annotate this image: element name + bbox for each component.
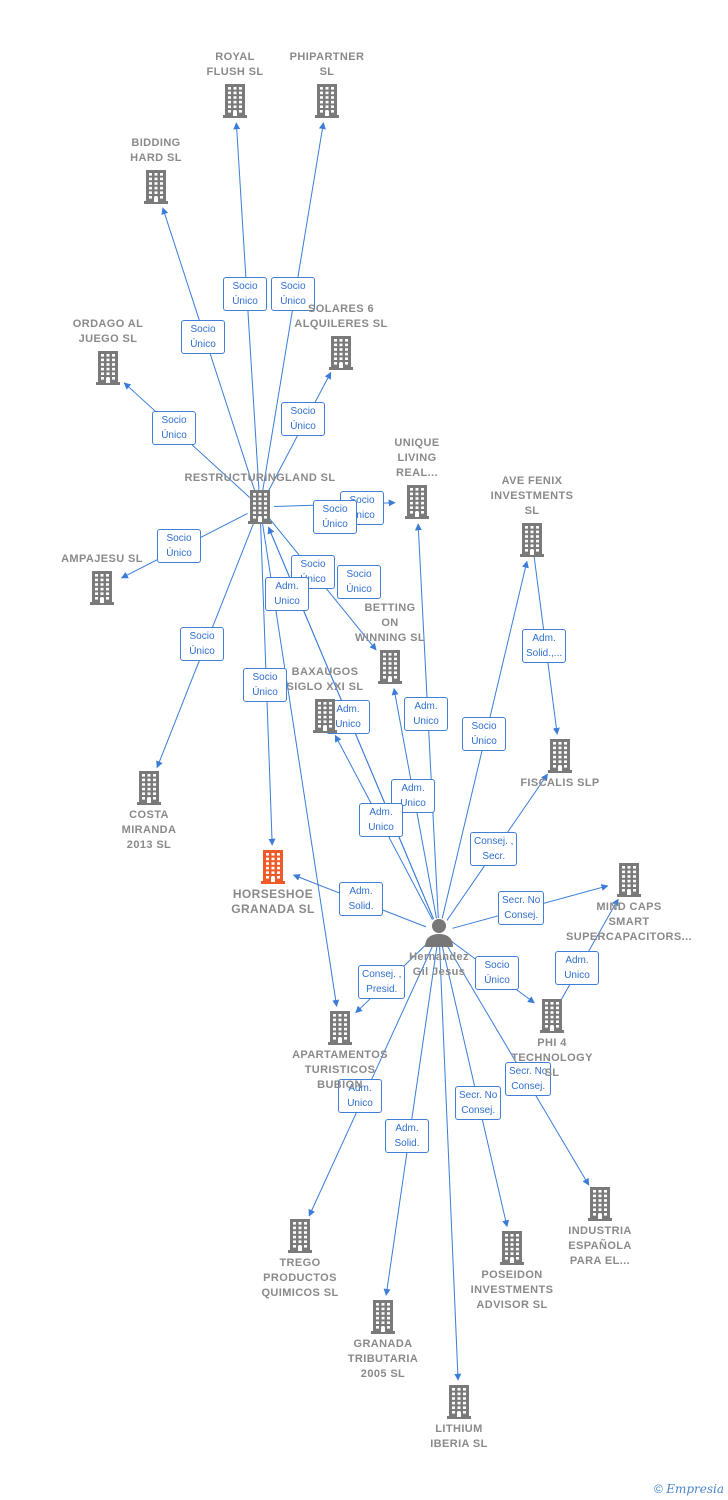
node-solares[interactable]: SOLARES 6 ALQUILERES SL xyxy=(261,302,421,370)
node-label: RESTRUCTURINGLAND SL xyxy=(184,472,336,484)
node-avefenix[interactable]: AVE FENIX INVESTMENTS SL xyxy=(452,474,612,557)
person-icon xyxy=(359,917,519,947)
edge-label-restructuring-phipartner: Socio Único xyxy=(271,277,315,311)
node-poseidon[interactable]: POSEIDON INVESTMENTS ADVISOR SL xyxy=(432,1231,592,1313)
edge-label-hernandez-horseshoe: Adm. Unico xyxy=(359,803,403,837)
node-label: BAXAUGOS SIGLO XXI SL xyxy=(286,666,364,693)
node-label: PHIPARTNER SL xyxy=(289,51,365,78)
building-icon xyxy=(220,1219,380,1253)
building-icon xyxy=(432,1231,592,1265)
edge-label-phi4-mindcaps: Socio Único xyxy=(475,956,519,990)
edge-label-avefenix-fiscalis: Socio Único xyxy=(462,717,506,751)
building-icon xyxy=(180,490,340,524)
building-icon xyxy=(310,650,470,684)
building-icon xyxy=(549,863,709,897)
building-icon xyxy=(472,999,632,1033)
node-label: FISCALIS SLP xyxy=(520,777,600,789)
building-icon xyxy=(520,1187,680,1221)
node-betting[interactable]: BETTING ON WINNING SL xyxy=(310,601,470,684)
building-icon xyxy=(247,84,407,118)
edge-label-hernandez-poseidon: Adm. Unico xyxy=(338,1079,382,1113)
node-baxaugos[interactable]: BAXAUGOS SIGLO XXI SL xyxy=(245,665,405,733)
node-label: INDUSTRIA ESPAÑOLA PARA EL... xyxy=(568,1225,632,1267)
node-granada[interactable]: GRANADA TRIBUTARIA 2005 SL xyxy=(303,1300,463,1382)
building-icon xyxy=(69,771,229,805)
edge-label-restructuring-bidding: Socio Único xyxy=(181,320,225,354)
building-icon xyxy=(22,571,182,605)
edge-label-hernandez-granada: Adm. Solid. xyxy=(385,1119,429,1153)
building-icon xyxy=(337,485,497,519)
copyright-symbol: © xyxy=(654,1482,663,1496)
node-label: BIDDING HARD SL xyxy=(130,137,182,164)
edge-hernandez-lithium xyxy=(439,945,462,1381)
edge-label-restructuring-ampajesu: Socio Único xyxy=(157,529,201,563)
node-apartamentos[interactable]: APARTAMENTOS TURISTICOS BUBION xyxy=(260,1011,420,1093)
building-icon xyxy=(303,1300,463,1334)
edge-label-hernandez-phi4: Secr. No Consej. xyxy=(498,891,545,925)
building-icon xyxy=(245,699,405,733)
node-ordago[interactable]: ORDAGO AL JUEGO SL xyxy=(28,317,188,385)
footer-brand: © Empresia xyxy=(654,1482,724,1496)
node-ampajesu[interactable]: AMPAJESU SL xyxy=(22,552,182,605)
node-label: GRANADA TRIBUTARIA 2005 SL xyxy=(347,1338,419,1380)
edge-label-hernandez-betting: Adm. Unico xyxy=(404,697,448,731)
node-unique[interactable]: UNIQUE LIVING REAL... xyxy=(337,436,497,519)
edge-label-restructuring-horseshoe: Socio Único xyxy=(243,668,287,702)
node-costa[interactable]: COSTA MIRANDA 2013 SL xyxy=(69,771,229,853)
brand-logo-text: Empresia xyxy=(666,1482,724,1496)
node-label: PHI 4 TECHNOLOGY SL xyxy=(511,1037,593,1079)
node-royal[interactable]: ROYAL FLUSH SL xyxy=(155,50,315,118)
node-label: AMPAJESU SL xyxy=(61,553,143,565)
node-label: APARTAMENTOS TURISTICOS BUBION xyxy=(292,1049,388,1091)
edge-label-restructuring-betting: Socio Único xyxy=(337,565,381,599)
node-label: COSTA MIRANDA 2013 SL xyxy=(121,809,177,851)
node-label: TREGO PRODUCTOS QUIMICOS SL xyxy=(261,1257,339,1299)
node-phi4[interactable]: PHI 4 TECHNOLOGY SL xyxy=(472,999,632,1081)
edge-label-restructuring-apartamentos: Socio Único xyxy=(313,500,357,534)
edge-label-hernandez-lithium: Secr. No Consej. xyxy=(455,1086,502,1120)
node-label: LITHIUM IBERIA SL xyxy=(430,1423,488,1450)
node-label: Hernandez Gil Jesus xyxy=(409,951,469,978)
edge-label-restructuring-royal: Socio Único xyxy=(223,277,267,311)
edge-label-hernandez-fiscalis: Adm. Solid.,... xyxy=(522,629,567,663)
node-mindcaps[interactable]: MIND CAPS SMART SUPERCAPACITORS... xyxy=(549,863,709,945)
node-restructuring[interactable]: RESTRUCTURINGLAND SL xyxy=(180,471,340,524)
edge-label-hernandez-avefenix: Adm. Solid. xyxy=(339,882,383,916)
edge-label-hernandez-industria: Consej. , Presid. xyxy=(358,965,406,999)
node-bidding[interactable]: BIDDING HARD SL xyxy=(76,136,236,204)
node-fiscalis[interactable]: FISCALIS SLP xyxy=(480,739,640,791)
edge-label-restructuring-solares: Socio Único xyxy=(281,402,325,436)
edge-label-hernandez-mindcaps: Consej. , Secr. xyxy=(470,832,518,866)
node-hernandez[interactable]: Hernandez Gil Jesus xyxy=(359,917,519,980)
building-icon xyxy=(28,351,188,385)
building-icon xyxy=(452,523,612,557)
node-trego[interactable]: TREGO PRODUCTOS QUIMICOS SL xyxy=(220,1219,380,1301)
building-icon xyxy=(260,1011,420,1045)
node-label: AVE FENIX INVESTMENTS SL xyxy=(490,475,574,517)
building-icon xyxy=(193,850,353,884)
building-icon xyxy=(261,336,421,370)
node-label: ROYAL FLUSH SL xyxy=(206,51,264,78)
edge-label-hernandez-restructuring: Adm. Unico xyxy=(265,577,309,611)
node-label: HORSESHOE GRANADA SL xyxy=(231,887,315,916)
node-label: POSEIDON INVESTMENTS ADVISOR SL xyxy=(470,1269,554,1311)
edge-label-hernandez-trego: Secr. No Consej. xyxy=(505,1062,552,1096)
edge-label-hernandez-apartamentos: Adm. Unico xyxy=(555,951,599,985)
node-label: ORDAGO AL JUEGO SL xyxy=(72,318,144,345)
node-label: BETTING ON WINNING SL xyxy=(355,602,425,644)
node-label: SOLARES 6 ALQUILERES SL xyxy=(294,303,388,330)
building-icon xyxy=(379,1385,539,1419)
edge-label-restructuring-ordago: Socio Único xyxy=(152,411,196,445)
building-icon xyxy=(155,84,315,118)
node-lithium[interactable]: LITHIUM IBERIA SL xyxy=(379,1385,539,1452)
node-industria[interactable]: INDUSTRIA ESPAÑOLA PARA EL... xyxy=(520,1187,680,1269)
node-label: UNIQUE LIVING REAL... xyxy=(394,437,440,479)
edge-label-restructuring-costa: Socio Único xyxy=(180,627,224,661)
node-label: MIND CAPS SMART SUPERCAPACITORS... xyxy=(566,901,692,943)
node-horseshoe[interactable]: HORSESHOE GRANADA SL xyxy=(193,850,353,917)
building-icon xyxy=(76,170,236,204)
node-phipartner[interactable]: PHIPARTNER SL xyxy=(247,50,407,118)
building-icon xyxy=(480,739,640,773)
